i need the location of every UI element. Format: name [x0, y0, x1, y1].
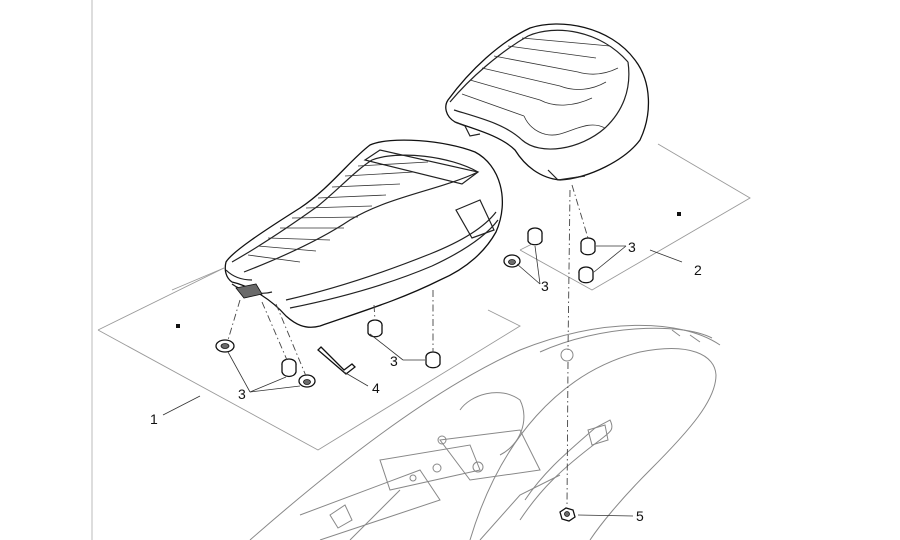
- bushing-rear-4: [578, 266, 594, 284]
- front-seat: [224, 139, 504, 328]
- callout-3-rear-right: 3: [628, 239, 636, 255]
- leader-lines: [162, 245, 683, 517]
- callout-5: 5: [636, 508, 644, 524]
- callout-1: 1: [150, 411, 158, 427]
- rear-fender-frame: [249, 324, 721, 540]
- bushing-front-right-1: [367, 319, 383, 338]
- bushing-rear-3: [580, 237, 596, 256]
- bushing-front-left-3: [298, 374, 316, 388]
- bushing-rear-2: [503, 254, 521, 268]
- callout-4: 4: [372, 380, 380, 396]
- bushing-rear-1: [527, 227, 543, 246]
- bushing-front-left-1: [215, 339, 235, 353]
- rear-seat: [445, 23, 650, 181]
- alignment-lines: [227, 184, 589, 507]
- assembly-outline-1: [97, 267, 521, 451]
- allen-key: [317, 346, 356, 375]
- callout-3-rear-left: 3: [541, 278, 549, 294]
- callout-3-front-left: 3: [238, 386, 246, 402]
- bushing-front-left-2: [281, 358, 297, 378]
- callout-2: 2: [694, 262, 702, 278]
- bushing-front-right-2: [425, 351, 441, 369]
- callout-3-front-right: 3: [390, 353, 398, 369]
- fastener-nut: [559, 507, 576, 522]
